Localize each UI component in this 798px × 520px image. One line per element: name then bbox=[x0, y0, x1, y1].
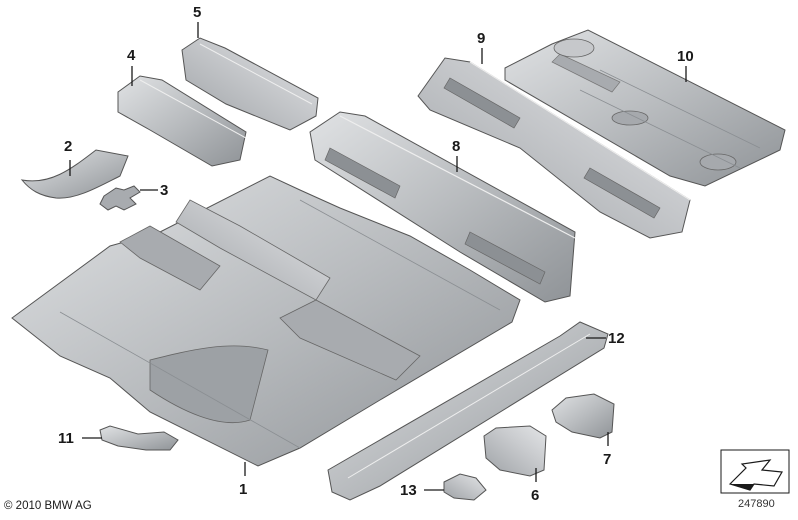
callout-13: 13 bbox=[400, 482, 417, 499]
copyright-text: © 2010 BMW AG bbox=[4, 500, 92, 512]
drawing-id: 247890 bbox=[738, 498, 775, 510]
callout-4: 4 bbox=[127, 47, 136, 64]
callout-5: 5 bbox=[193, 4, 201, 21]
part-3-small-reinforcement-plate[interactable] bbox=[99, 185, 141, 211]
part-10-rear-floor-panel[interactable] bbox=[504, 29, 786, 187]
part-9-rear-cross-member[interactable] bbox=[417, 57, 691, 239]
callout-8: 8 bbox=[452, 138, 460, 155]
orientation-arrow-box bbox=[720, 449, 790, 494]
part-4-tunnel-reinforcement-left[interactable] bbox=[117, 75, 247, 167]
callout-numbers: 1 2 3 4 5 6 7 8 9 10 11 12 13 bbox=[58, 4, 694, 504]
callout-12: 12 bbox=[608, 330, 625, 347]
callout-10: 10 bbox=[677, 48, 694, 65]
callout-2: 2 bbox=[64, 138, 72, 155]
part-13-small-mount-plate[interactable] bbox=[443, 473, 487, 501]
callout-7: 7 bbox=[603, 451, 611, 468]
part-7-seat-mount-bracket-rear[interactable] bbox=[551, 393, 615, 439]
part-2-front-floor-bracket[interactable] bbox=[20, 149, 129, 199]
callout-11: 11 bbox=[58, 430, 74, 447]
part-1-floor-panel[interactable] bbox=[11, 175, 521, 467]
leader-lines bbox=[69, 22, 687, 491]
part-5-tunnel-reinforcement-right[interactable] bbox=[181, 37, 319, 131]
part-12-side-sill-reinforcement[interactable] bbox=[327, 321, 609, 501]
part-6-seat-mount-bracket-front[interactable] bbox=[483, 425, 547, 477]
callout-1: 1 bbox=[239, 481, 247, 498]
callout-3: 3 bbox=[160, 182, 168, 199]
callout-6: 6 bbox=[531, 487, 539, 504]
part-8-seat-cross-member[interactable] bbox=[309, 111, 576, 303]
part-11-front-small-bracket[interactable] bbox=[99, 425, 179, 451]
callout-9: 9 bbox=[477, 30, 485, 47]
